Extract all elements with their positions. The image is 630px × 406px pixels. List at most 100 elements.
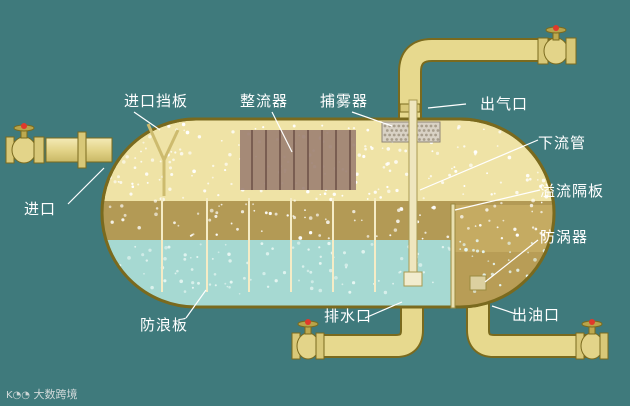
particle	[197, 281, 200, 285]
particle	[531, 226, 535, 229]
particle	[140, 150, 142, 153]
particle	[150, 158, 155, 162]
particle	[176, 269, 179, 273]
particle	[441, 245, 445, 249]
particle	[183, 253, 187, 257]
particle	[347, 127, 350, 130]
particle	[117, 180, 120, 183]
particle	[379, 196, 383, 199]
particle	[179, 148, 182, 151]
leader-lines	[67, 103, 541, 319]
particle	[315, 197, 318, 201]
label-anti-vortex: 防涡器	[540, 228, 589, 246]
particle	[474, 225, 477, 227]
particle	[209, 208, 214, 213]
particle	[364, 147, 367, 151]
particle	[144, 147, 147, 150]
particle	[143, 272, 145, 275]
particle	[475, 249, 480, 253]
particle	[167, 124, 171, 128]
particle	[266, 285, 270, 289]
particle	[191, 174, 193, 177]
particle	[329, 197, 333, 202]
particle	[362, 154, 366, 159]
particle	[227, 252, 231, 257]
particle	[450, 167, 453, 170]
overflow-weir	[450, 203, 456, 309]
particle	[127, 256, 131, 260]
particle	[341, 194, 344, 197]
particle	[388, 169, 392, 173]
particle	[478, 223, 482, 227]
particle	[158, 178, 161, 181]
particle	[386, 161, 390, 166]
particle	[500, 237, 504, 240]
particle	[539, 184, 543, 188]
particle	[429, 175, 433, 178]
particle	[422, 271, 425, 274]
particle	[488, 219, 491, 222]
particle	[435, 151, 440, 155]
particle	[398, 271, 401, 274]
label-mist-catcher: 捕雾器	[320, 92, 369, 110]
particle	[395, 188, 399, 193]
particle	[245, 203, 248, 206]
particle	[170, 150, 173, 153]
particle	[464, 247, 468, 252]
particle	[529, 177, 532, 181]
particle	[122, 160, 126, 164]
particle	[360, 219, 363, 222]
particle	[191, 281, 195, 285]
particle	[344, 263, 349, 267]
particle	[215, 211, 219, 215]
particle	[189, 256, 192, 259]
particle	[460, 215, 464, 219]
particle	[230, 182, 233, 186]
mesh-dot	[422, 138, 426, 141]
gas-particles	[108, 122, 551, 295]
mesh-dot	[388, 133, 391, 137]
particle	[328, 268, 333, 273]
particle	[355, 172, 359, 176]
particle	[110, 220, 114, 224]
particle	[383, 290, 388, 295]
particle	[131, 182, 134, 185]
particle	[304, 216, 306, 219]
mesh-dot	[385, 129, 389, 132]
particle	[327, 237, 330, 240]
label-gas-outlet: 出气口	[480, 95, 529, 113]
particle	[129, 192, 133, 196]
gas-outlet-pipe	[398, 38, 552, 118]
particle	[137, 183, 140, 186]
particle	[499, 181, 502, 184]
particle	[496, 226, 499, 229]
particle	[308, 231, 313, 235]
particle	[502, 219, 505, 222]
particle	[211, 164, 215, 168]
particle	[536, 179, 539, 181]
particle	[432, 281, 434, 284]
mesh-dot	[399, 129, 403, 132]
particle	[492, 262, 496, 266]
vessel-contents	[102, 122, 554, 307]
particle	[119, 148, 123, 152]
particle	[163, 257, 167, 261]
particle	[228, 152, 232, 157]
particle	[456, 146, 459, 149]
particle	[318, 288, 323, 293]
particle	[179, 279, 184, 284]
particle	[174, 272, 177, 275]
particle	[370, 242, 374, 246]
particle	[366, 128, 370, 132]
particle	[366, 235, 370, 238]
particle	[448, 173, 452, 177]
particle	[485, 208, 489, 212]
particle	[113, 180, 117, 184]
particle	[141, 253, 145, 257]
particle	[148, 134, 152, 139]
particle	[145, 172, 149, 176]
particle	[150, 285, 154, 290]
particle	[323, 192, 327, 196]
particle	[192, 169, 196, 174]
particle	[421, 237, 424, 240]
